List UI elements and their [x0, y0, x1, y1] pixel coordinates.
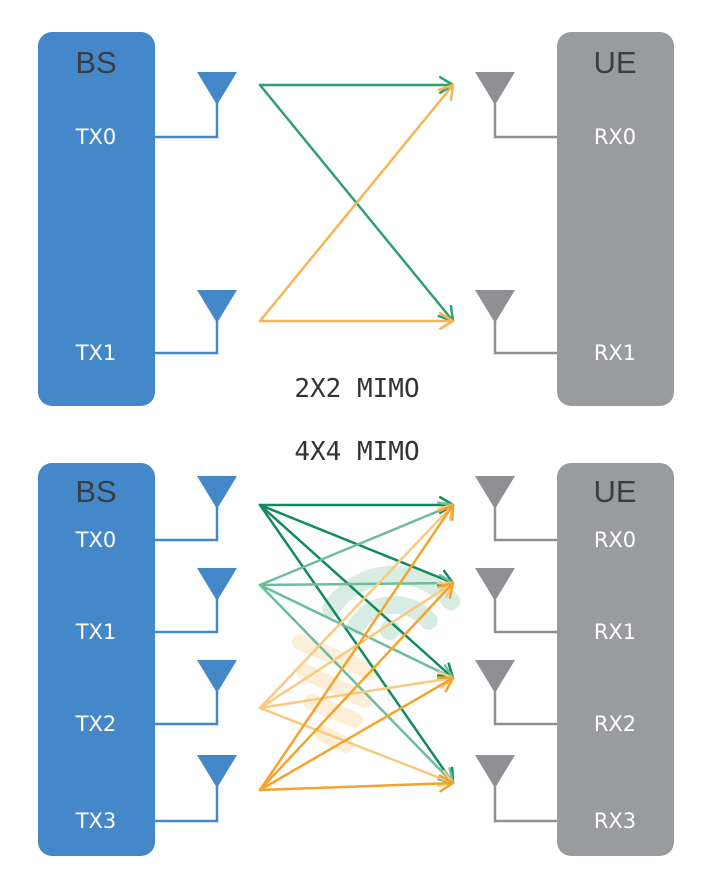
caption-2x2: 2X2 MIMO — [294, 374, 419, 404]
tx-feed-line — [155, 691, 219, 726]
rx-feed-line — [493, 599, 557, 634]
rx-antenna-icon — [475, 290, 515, 323]
signal-path-tx1-rx0 — [258, 83, 455, 323]
tx-port-tx0: TX0 — [75, 476, 237, 552]
rx-port-rx1: RX1 — [475, 290, 636, 365]
signal-path-tx0-rx0 — [258, 495, 455, 515]
watermark-bar-icon — [292, 634, 378, 680]
ue-box — [557, 32, 674, 406]
rx-port-rx1: RX1 — [475, 568, 636, 644]
signal-path-tx3-rx3 — [258, 774, 455, 793]
watermark-bar-icon — [297, 664, 373, 708]
tx-port-tx2: TX2 — [75, 660, 237, 736]
tx-antenna-icon — [197, 290, 237, 323]
tx-feed-line — [155, 321, 219, 355]
tx-feed-line — [155, 599, 219, 634]
rx-antenna-icon — [475, 660, 515, 693]
tx-antenna-icon — [197, 476, 237, 509]
ue-box — [557, 463, 674, 856]
rx-feed-line — [493, 321, 557, 355]
signal-paths-4x4 — [258, 495, 455, 793]
arrowhead-icon — [438, 503, 455, 522]
tx-antenna-icon — [197, 568, 237, 601]
signal-path-tx3-rx1 — [258, 581, 455, 792]
tx-port-tx0: TX0 — [75, 72, 237, 149]
arrowhead-icon — [437, 83, 455, 102]
signal-path-tx0-rx0 — [258, 75, 455, 95]
rx-antenna-icon — [475, 476, 515, 509]
rx-port-rx2: RX2 — [475, 660, 636, 736]
tx-port-label: TX1 — [75, 341, 117, 365]
tx-port-label: TX0 — [75, 528, 117, 552]
tx-port-label: TX1 — [75, 620, 117, 644]
rx-port-label: RX3 — [594, 809, 636, 833]
ue-title: UE — [593, 474, 636, 509]
rx-port-rx0: RX0 — [475, 72, 636, 149]
rx-port-rx3: RX3 — [475, 755, 636, 833]
watermark-arc-icon — [347, 595, 438, 635]
tx-antenna-icon — [197, 755, 237, 788]
arrowhead-icon — [438, 311, 455, 331]
rx-port-label: RX0 — [594, 125, 636, 149]
rx-port-rx0: RX0 — [475, 476, 636, 552]
bs-title: BS — [75, 474, 116, 509]
tx-port-label: TX3 — [75, 809, 117, 833]
bs-box — [38, 463, 155, 856]
tx-port-label: TX2 — [75, 712, 117, 736]
tx-feed-line — [155, 507, 219, 542]
rx-antenna-icon — [475, 755, 515, 788]
rx-port-label: RX2 — [594, 712, 636, 736]
tx-port-tx1: TX1 — [75, 290, 237, 365]
signal-path-tx1-rx1 — [258, 311, 455, 331]
arrowhead-icon — [436, 676, 455, 693]
bs-title: BS — [75, 45, 116, 80]
tx-feed-line — [155, 103, 219, 139]
arrowhead-icon — [438, 774, 455, 793]
rx-feed-line — [493, 786, 557, 823]
rx-port-label: RX1 — [594, 341, 636, 365]
rx-antenna-icon — [475, 568, 515, 601]
rx-feed-line — [493, 507, 557, 542]
tx-port-tx3: TX3 — [75, 755, 237, 833]
arrowhead-icon — [437, 581, 455, 599]
bs-box — [38, 32, 155, 406]
ue-title: UE — [593, 45, 636, 80]
tx-feed-line — [155, 786, 219, 823]
rx-antenna-icon — [475, 72, 515, 105]
signal-path-tx0-rx2 — [258, 503, 455, 680]
tx-antenna-icon — [197, 72, 237, 105]
signal-paths-2x2 — [258, 75, 455, 331]
rx-feed-line — [493, 103, 557, 139]
signal-path-tx3-rx2 — [258, 676, 455, 792]
caption-4x4: 4X4 MIMO — [294, 437, 419, 467]
tx-port-tx1: TX1 — [75, 568, 237, 644]
rx-feed-line — [493, 691, 557, 726]
rx-port-label: RX1 — [594, 620, 636, 644]
tx-antenna-icon — [197, 660, 237, 693]
watermark-arc-icon — [322, 565, 461, 618]
rx-port-label: RX0 — [594, 528, 636, 552]
signal-path-tx3-rx0 — [258, 503, 455, 792]
tx-port-label: TX0 — [75, 125, 117, 149]
